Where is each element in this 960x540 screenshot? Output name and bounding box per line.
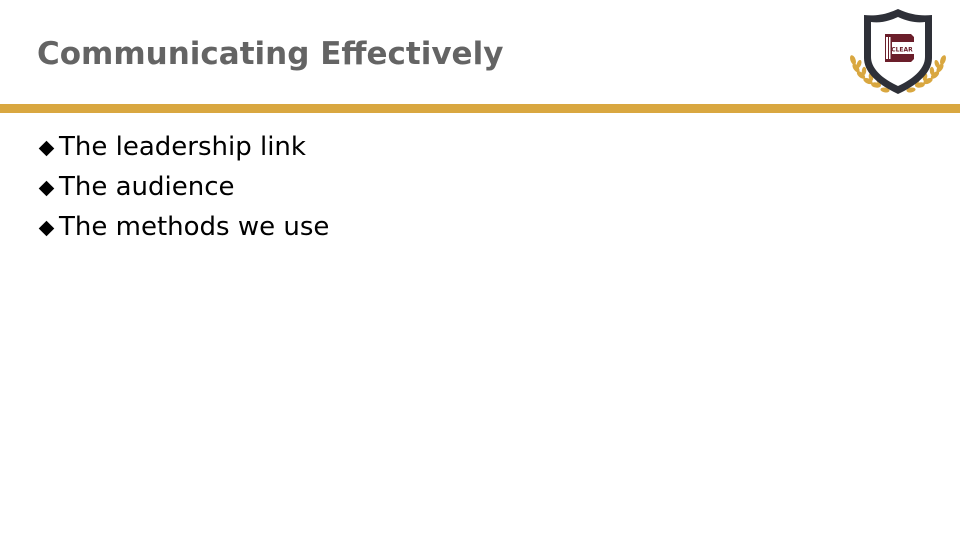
slide-title: Communicating Effectively [37, 36, 504, 72]
bullet-item: The methods we use [38, 207, 329, 247]
diamond-bullet-icon [38, 140, 55, 156]
c-emblem-icon: CLEAR [885, 34, 914, 62]
bullet-text: The leadership link [59, 132, 306, 162]
logo-text: CLEAR [891, 47, 913, 54]
bullet-item: The audience [38, 167, 329, 207]
clear-logo: CLEAR [845, 6, 951, 98]
bullet-text: The audience [59, 172, 235, 202]
bullet-list: The leadership link The audience The met… [38, 127, 329, 247]
title-divider [0, 104, 960, 113]
diamond-bullet-icon [38, 180, 55, 196]
shield-laurel-logo-icon: CLEAR [850, 9, 946, 94]
diamond-bullet-icon [38, 220, 55, 236]
bullet-item: The leadership link [38, 127, 329, 167]
bullet-text: The methods we use [59, 212, 330, 242]
